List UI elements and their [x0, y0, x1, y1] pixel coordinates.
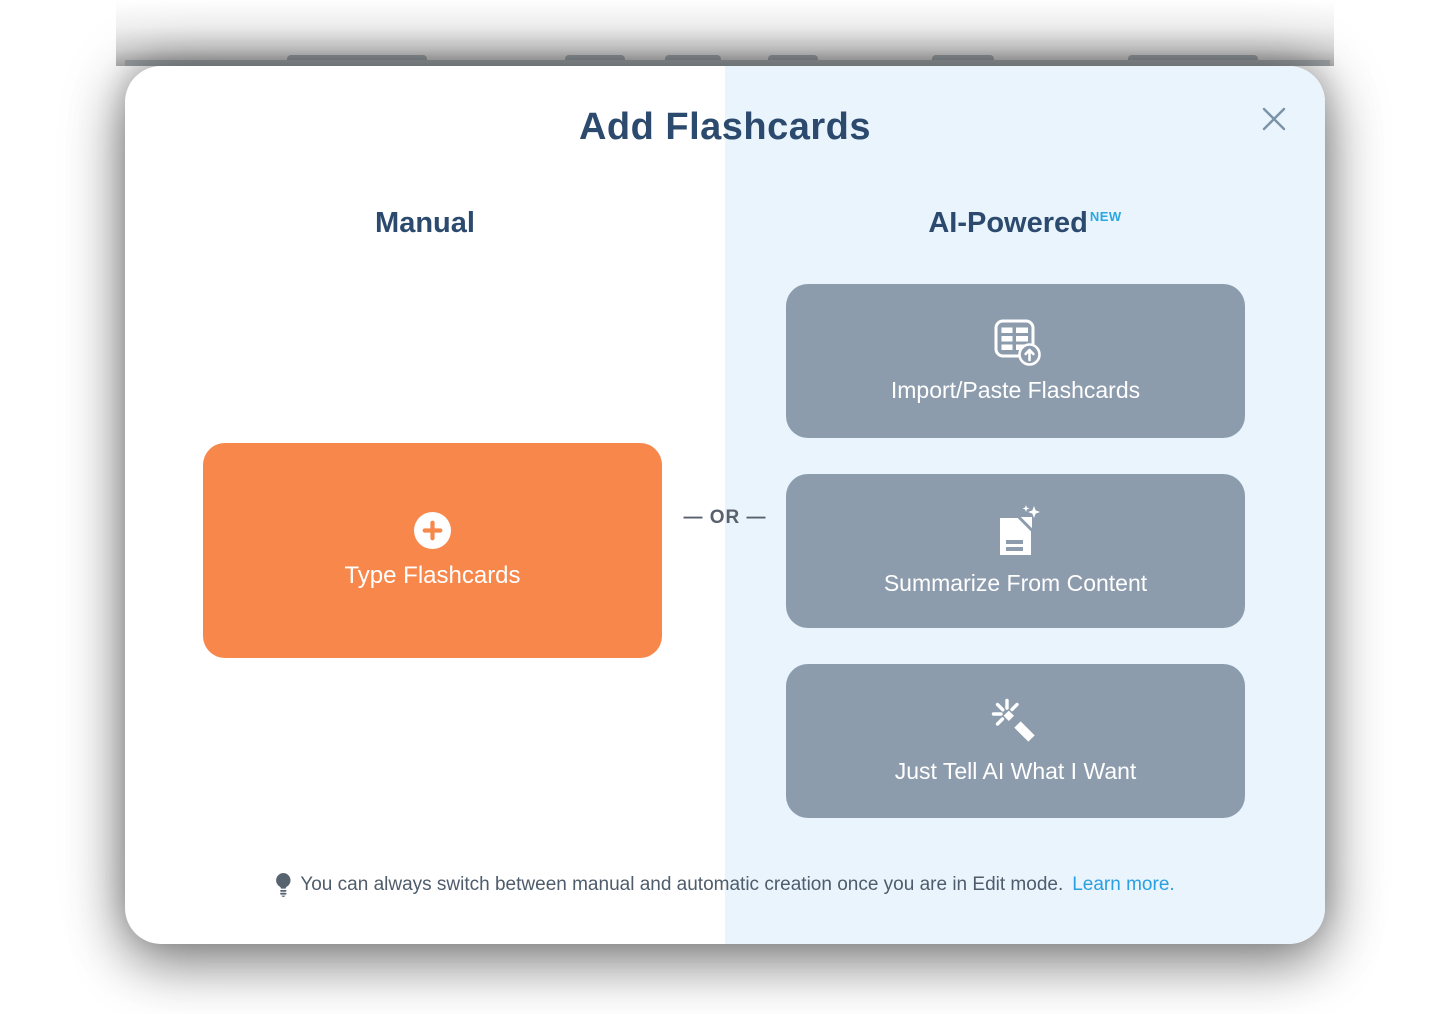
underlay-edge: [125, 60, 1330, 66]
manual-column-heading: Manual: [375, 207, 475, 239]
ai-heading-label: AI-Powered: [928, 207, 1088, 239]
footer-tip-text: You can always switch between manual and…: [300, 874, 1064, 895]
table-upload-icon: [989, 318, 1043, 368]
learn-more-link[interactable]: Learn more.: [1072, 874, 1175, 895]
lightbulb-icon: [275, 873, 291, 897]
close-button[interactable]: [1255, 100, 1293, 138]
type-flashcards-button[interactable]: Type Flashcards: [203, 443, 662, 658]
plus-circle-icon: [414, 511, 451, 549]
ai-button-label: Summarize From Content: [883, 570, 1148, 596]
summarize-from-content-button[interactable]: Summarize From Content: [786, 474, 1245, 628]
just-tell-ai-button[interactable]: Just Tell AI What I Want: [786, 664, 1245, 818]
magic-wand-icon: [990, 697, 1042, 749]
ai-button-label: Import/Paste Flashcards: [890, 377, 1141, 403]
ai-button-label: Just Tell AI What I Want: [894, 758, 1137, 784]
document-sparkles-icon: [989, 505, 1043, 561]
or-divider: — OR —: [683, 507, 767, 528]
new-badge: NEW: [1089, 209, 1122, 224]
import-paste-flashcards-button[interactable]: Import/Paste Flashcards: [786, 284, 1245, 438]
footer-tip: You can always switch between manual and…: [275, 873, 1175, 897]
modal-title: Add Flashcards: [578, 106, 872, 148]
close-icon: [1259, 104, 1289, 134]
background-underlay: [116, 0, 1334, 66]
type-flashcards-label: Type Flashcards: [344, 561, 521, 589]
